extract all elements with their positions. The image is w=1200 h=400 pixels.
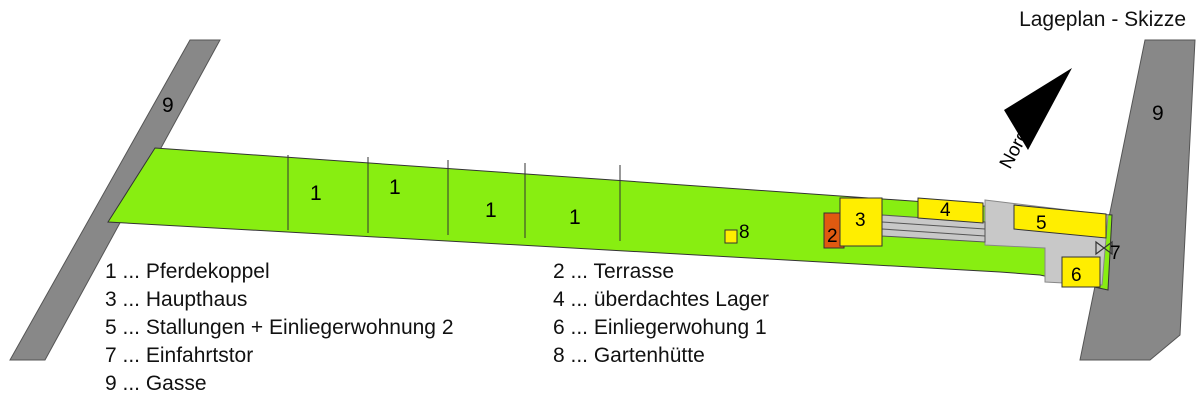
lager-label: 4 — [940, 200, 951, 221]
gasse-right — [1079, 39, 1196, 361]
gasse-left — [9, 39, 221, 361]
gate-icon — [1095, 240, 1113, 256]
einlieger1-shape — [1061, 256, 1101, 288]
page-title: Lageplan - Skizze — [1019, 8, 1186, 31]
stallungen-shape — [1013, 204, 1107, 239]
gasse-right-label: 9 — [1152, 102, 1164, 125]
property-field — [107, 147, 1113, 291]
paddock-dividers — [287, 155, 621, 241]
legend-item-8: 8 ... Gartenhütte — [553, 344, 705, 367]
tor-label: 7 — [1110, 243, 1121, 264]
legend-item-1: 1 ... Pferdekoppel — [105, 260, 270, 283]
legend-item-6: 6 ... Einliegerwohung 1 — [553, 316, 767, 339]
koppel-b-label: 1 — [389, 176, 401, 199]
gasse-left-label: 9 — [162, 94, 174, 117]
legend-item-7: 7 ... Einfahrtstor — [105, 344, 254, 367]
terrasse-label: 2 — [827, 226, 838, 247]
gartenhuette-label: 8 — [739, 222, 750, 243]
legend-item-3: 3 ... Haupthaus — [105, 288, 248, 311]
north-arrow-icon — [1004, 68, 1072, 150]
legend-item-9: 9 ... Gasse — [105, 372, 207, 395]
koppel-a-label: 1 — [310, 182, 322, 205]
gartenhuette-shape — [724, 229, 738, 244]
koppel-c-label: 1 — [485, 199, 497, 222]
stallungen-label: 5 — [1036, 213, 1047, 234]
lager-shape — [917, 197, 984, 224]
north-label: Norden — [996, 107, 1044, 172]
koppel-d-label: 1 — [569, 206, 581, 229]
haupthaus-label: 3 — [855, 210, 866, 231]
legend-item-5: 5 ... Stallungen + Einliegerwohnung 2 — [105, 316, 454, 339]
legend-item-2: 2 ... Terrasse — [553, 260, 674, 283]
haupthaus-shape — [839, 197, 883, 247]
legend-item-4: 4 ... überdachtes Lager — [553, 288, 769, 311]
einlieger1-label: 6 — [1071, 265, 1082, 286]
